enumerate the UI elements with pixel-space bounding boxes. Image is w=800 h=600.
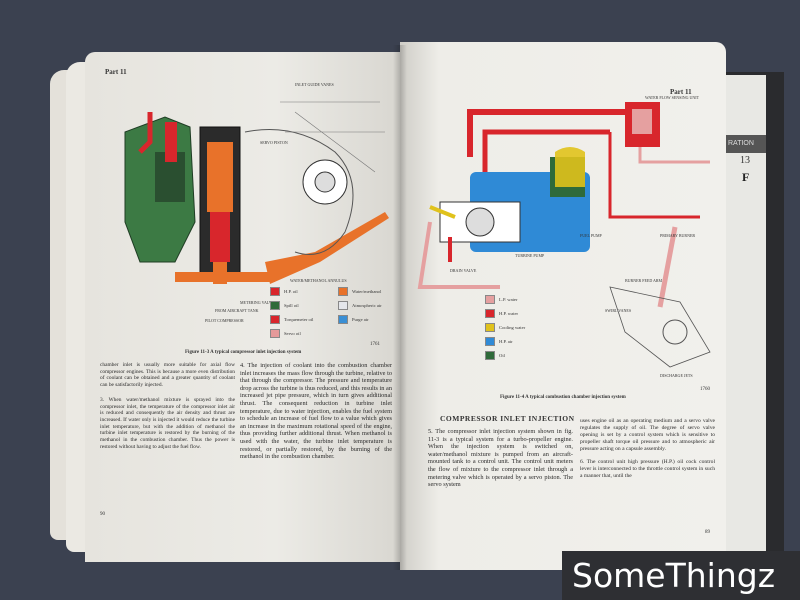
section-title: COMPRESSOR INLET INJECTION [440,414,575,423]
legend-item: H.P. air [485,334,565,348]
legend-item: Torquemeter oil [270,312,332,326]
diagram-label-turbine-pump: TURBINE PUMP [515,253,545,258]
legend-item: Purge air [338,312,400,326]
legend-item: H.P. oil [270,284,332,298]
left-col2: 4. The injection of coolant into the com… [240,362,392,461]
diagram-label-metering: METERING VALVE [240,300,275,305]
legend-item: Oil [485,348,565,362]
diagram-label-primary-burner: PRIMARY BURNER [660,233,695,238]
combustion-injection-diagram: WATER FLOW SENSING UNIT FUEL PUMP TURBIN… [417,95,711,378]
legend-item: Water/methanol [338,284,400,298]
left-page: Part 11 FROM AIRCRAFT TANK WATER/METHANO… [85,52,403,562]
legend-item: Servo oil [270,326,332,340]
diagram-label-drain: DRAIN VALVE [450,268,477,273]
right-col1: 5. The compressor inlet injection system… [428,428,573,489]
diagram-label-vanes: INLET GUIDE VANES [295,82,334,87]
left-page-header: Part 11 [105,68,127,76]
diagram-label-tank: FROM AIRCRAFT TANK [215,308,259,313]
legend-item: L.P. water [485,292,565,306]
left-figure-caption: Figure 11-3 A typical compressor inlet i… [185,350,302,355]
diagram-label-feed-arm: BURNER FEED ARM [625,278,663,283]
diagram-label-pilot: PILOT COMPRESSOR [205,318,244,323]
diagram-label-fuel-pump: FUEL PUMP [580,233,603,238]
adjacent-book-page: RATION 13 F [726,75,766,555]
right-page-header: Part 11 [670,88,692,96]
right-page: Part 11 WATER FLOW SENSING UNIT FUEL PUM… [400,42,726,570]
legend-item: Spill oil [270,298,332,312]
diagram-label-swirl: SWIRL VANES [605,308,631,313]
right-col2: uses engine oil as an operating medium a… [580,418,715,479]
right-figure-caption: Figure 11-4 A typical combustion chamber… [500,395,626,400]
diagram-label-servo: SERVO PISTON [260,140,288,145]
right-legend: L.P. water H.P. water Cooling water H.P.… [485,292,565,362]
diagram-label-jets: DISCHARGE JETS [660,373,693,378]
compressor-injection-diagram: FROM AIRCRAFT TANK WATER/METHANOL ANNULU… [124,82,389,323]
left-figure-code: 1761 [370,342,380,347]
book-gutter-shadow [393,45,407,570]
diagram-label-sensing: WATER FLOW SENSING UNIT [645,95,700,100]
diagram-label-annulus: WATER/METHANOL ANNULUS [290,278,347,283]
right-figure-code: 1760 [700,387,710,392]
watermark: SomeThingz [562,551,800,600]
legend-item: Cooling water [485,320,565,334]
adjacent-book-label: RATION [726,135,766,153]
legend-item: H.P. water [485,306,565,320]
left-legend: H.P. oil Water/methanol Spill oil Atmosp… [270,284,400,340]
left-col1: chamber inlet is usually more suitable f… [100,362,235,450]
legend-item: Atmospheric air [338,298,400,312]
adjacent-book-letter: F [742,170,750,184]
left-page-number: 90 [100,512,105,517]
adjacent-book-tab: 13 [740,155,750,166]
right-page-number: 89 [705,530,710,535]
